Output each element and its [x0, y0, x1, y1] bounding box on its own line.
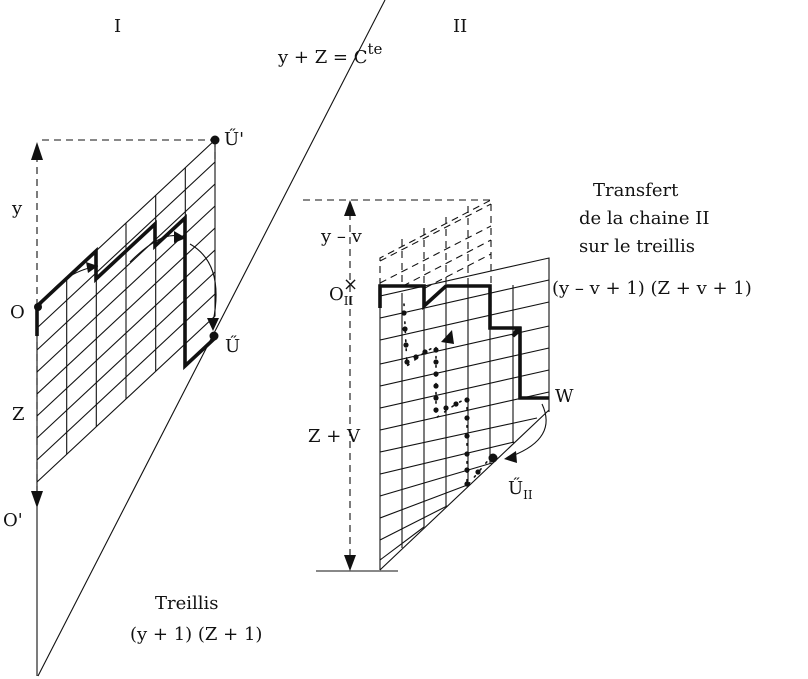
constant-equation: y + Z = Cte [277, 40, 383, 68]
region-II-label: II [453, 16, 467, 37]
O-II-label-sub: II [344, 294, 354, 308]
dashed-transfer-region [303, 199, 492, 312]
U-label: Ű [225, 334, 240, 357]
chain-path-II [378, 284, 549, 400]
lattice-II-grid [379, 257, 550, 571]
U-II-label: ŰII [508, 476, 533, 502]
lattice-I [31, 135, 220, 508]
O-II-label: OII [329, 284, 354, 308]
constant-equation-main: y + Z = C [277, 47, 368, 68]
cross-mark: × [343, 274, 358, 295]
curved-arrow-3 [189, 243, 217, 323]
transfert-line1: Transfert [593, 180, 679, 201]
treillis-caption-line2: (y + 1) (Z + 1) [130, 624, 262, 645]
lattice-I-grid [36, 138, 216, 484]
transfert-line2: de la chaine II [579, 208, 709, 229]
constant-line [37, 0, 386, 677]
O-II-label-main: O [329, 284, 344, 305]
y-minus-v-label: y – v [320, 226, 363, 247]
W-label: W [555, 386, 574, 407]
curved-arrow-W [511, 403, 547, 457]
dotted-path-II [401, 303, 491, 489]
chain-II-arrow-head [441, 330, 454, 344]
transfert-line4: (y – v + 1) (Z + v + 1) [552, 278, 752, 299]
Z-label: Z [12, 404, 25, 425]
region-I-label: I [114, 16, 121, 37]
chain-path-I [35, 213, 217, 371]
node-O [34, 303, 42, 311]
O-prime-label: O' [3, 510, 23, 531]
U-II-label-sub: II [523, 488, 533, 502]
node-U-II [488, 453, 498, 463]
O-label: O [10, 302, 25, 323]
node-U-prime [210, 135, 220, 145]
U-prime-label: Ű' [224, 127, 244, 150]
transfert-line3: sur le treillis [579, 236, 695, 257]
Z-plus-V-label: Z + V [308, 426, 361, 447]
U-II-label-main: Ű [508, 476, 523, 499]
treillis-caption-line1: Treillis [155, 593, 219, 614]
lattice-II: × [303, 199, 550, 572]
constant-equation-sup: te [368, 40, 383, 58]
y-label: y [11, 198, 23, 219]
y-arrow-head [31, 142, 43, 160]
